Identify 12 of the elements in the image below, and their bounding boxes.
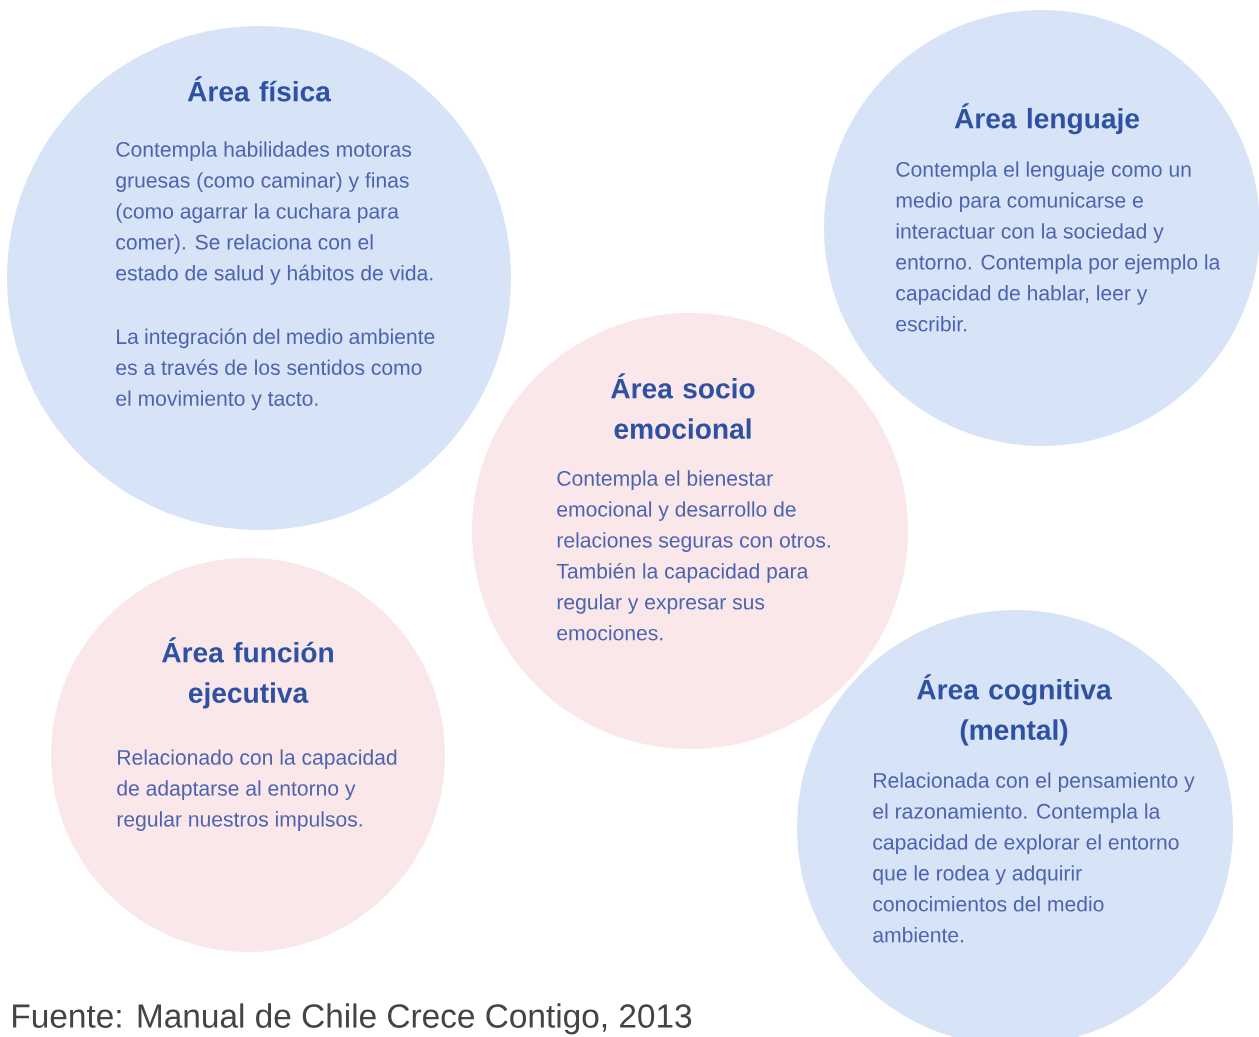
heading: Área física xyxy=(187,76,332,102)
description-text: Contempla el bienestar emocional y desarrollo de relaciones seguras con otros. También la capacidad para regular y expresar sus emociones. xyxy=(556,470,830,641)
heading: Área cognitiva (mental) xyxy=(917,674,1112,746)
description-text: Contempla el lenguaje como un medio para comunicarse e interactuar con la sociedad y entorno. Contempla por ejemplo la capacidad de hablar, leer y escribir. xyxy=(896,161,1221,332)
description-text: Contempla habilidades motoras gruesas (como caminar) y finas (como agarrar la cuchara para comer). Se relaciona con el estado de salud y hábitos de vida. xyxy=(116,141,433,285)
description-text: Relacionada con el pensamiento y el razonamiento. Contempla la capacidad de explorar el entorno que le rodea y adquirir conocimientos del medio ambiente. xyxy=(873,772,1195,943)
heading: Área socio emocional xyxy=(611,373,755,439)
caption: Fuente: Manual de Chile Crece Contigo, 2013 xyxy=(13,1003,692,1035)
heading: Área función ejecutiva xyxy=(162,637,333,709)
description-text: La integración del medio ambiente es a través de los sentidos como el movimiento y tacto. xyxy=(116,328,435,411)
heading: Área lenguaje xyxy=(954,103,1139,135)
description-text: Relacionado con la capacidad de adaptarse al entorno y regular nuestros impulsos. xyxy=(117,749,397,831)
